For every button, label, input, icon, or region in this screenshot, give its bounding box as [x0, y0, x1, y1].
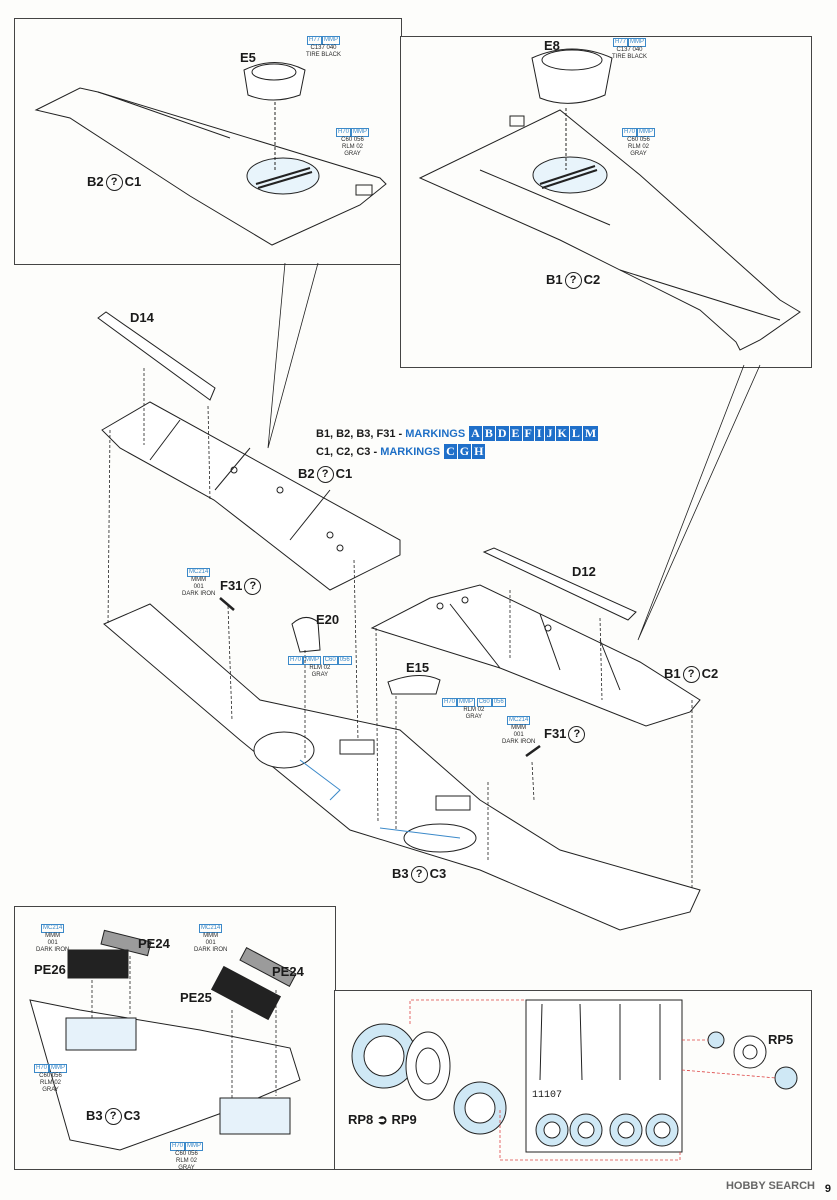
- label-b3-c3-bottom: B3?C3: [86, 1108, 140, 1126]
- left-upper-wing: [101, 401, 401, 591]
- part-d14: [97, 311, 216, 401]
- question-icon: ?: [244, 578, 262, 596]
- paint-callout-dark-iron-left: MC214 MMM 001 DARK IRON: [182, 568, 216, 597]
- label-rp8-rp9: RP8 ➲ RP9: [348, 1112, 417, 1127]
- question-icon: ?: [105, 174, 123, 192]
- label-e8: E8: [544, 38, 560, 53]
- watermark: HOBBY SEARCH: [725, 1180, 815, 1192]
- label-e5: E5: [240, 50, 256, 65]
- label-b2-c1-main: B2?C1: [298, 466, 352, 484]
- lower-wing: [103, 603, 701, 931]
- question-icon: ?: [682, 666, 700, 684]
- paint-callout-dark-iron-bl-b: MC214 MMM 001 DARK IRON: [194, 924, 228, 953]
- paint-callout-dark-iron-bl-a: MC214 MMM 001 DARK IRON: [36, 924, 70, 953]
- label-d12: D12: [572, 564, 596, 579]
- part-pe26: [67, 949, 129, 979]
- mask-number: 11107: [532, 1090, 563, 1101]
- question-icon: ?: [564, 272, 582, 290]
- part-f31-left: [219, 597, 235, 611]
- part-e20: [291, 617, 321, 653]
- part-e5: [243, 62, 306, 101]
- question-icon: ?: [104, 1108, 122, 1126]
- label-e20: E20: [316, 612, 340, 627]
- label-b1-c2-top: B1?C2: [546, 272, 600, 290]
- panel-top-left: [14, 18, 402, 265]
- label-b3-c3-main: B3?C3: [392, 866, 446, 884]
- label-pe24-a: PE24: [138, 936, 170, 951]
- label-rp5: RP5: [768, 1032, 794, 1047]
- main-wheel: [405, 1031, 451, 1101]
- tail-wheel: [733, 1035, 767, 1069]
- page-number: 9: [824, 1183, 831, 1195]
- label-pe24-b: PE24: [272, 964, 304, 979]
- right-upper-wing: [370, 584, 701, 727]
- question-icon: ?: [316, 466, 334, 484]
- label-pe25: PE25: [180, 990, 212, 1005]
- arrow-circle-icon: ➲: [376, 1112, 388, 1127]
- label-b2-c1-top: B2?C1: [87, 174, 142, 192]
- label-b1-c2-main: B1?C2: [664, 666, 718, 684]
- question-icon: ?: [410, 866, 428, 884]
- part-f31-right: [525, 744, 541, 758]
- part-e15: [387, 675, 441, 695]
- label-e15: E15: [406, 660, 430, 675]
- label-pe26: PE26: [34, 962, 66, 977]
- question-icon: ?: [568, 726, 586, 744]
- part-e8: [531, 48, 613, 104]
- label-d14: D14: [130, 310, 154, 325]
- part-d12: [482, 547, 637, 621]
- ring-rp5-right: [774, 1066, 798, 1090]
- top-right-wing: [418, 109, 801, 351]
- top-left-wing: [34, 87, 387, 246]
- label-f31-left: F31?: [220, 578, 263, 596]
- ring-rp5-small: [707, 1031, 725, 1049]
- part-pe25: [210, 965, 282, 1021]
- paint-callout-dark-iron-right: MC214 MMM 001 DARK IRON: [502, 716, 536, 745]
- attach-part-b2: B2: [87, 174, 104, 189]
- label-f31-right: F31?: [544, 726, 587, 744]
- part-pe24-b: [239, 946, 297, 988]
- attach-part-c1: C1: [124, 174, 142, 189]
